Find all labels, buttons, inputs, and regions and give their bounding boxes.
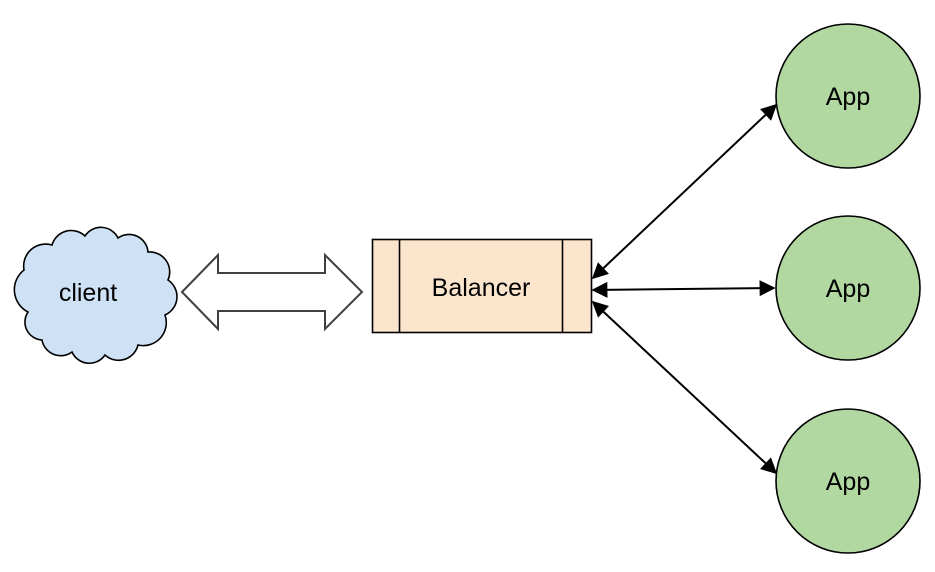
- app-circle: [775, 215, 921, 361]
- app-circle: [775, 408, 921, 554]
- client-cloud-shape: [13, 226, 178, 364]
- client-balancer-double-arrow: [180, 252, 364, 332]
- balancer-label: Balancer: [432, 274, 531, 302]
- app-label: App: [826, 275, 870, 303]
- balancer-node: Balancer: [371, 238, 593, 334]
- app-node-1: App: [775, 23, 921, 169]
- client-node: client: [13, 226, 178, 364]
- app-label: App: [826, 83, 870, 111]
- app-node-2: App: [775, 215, 921, 361]
- arrow-balancer-to-app-2: [591, 280, 776, 298]
- app-circle: [775, 23, 921, 169]
- balancer-box: [371, 238, 593, 334]
- arrow-balancer-to-app-3: [591, 300, 778, 475]
- app-node-3: App: [775, 408, 921, 554]
- client-label: client: [59, 279, 117, 307]
- app-label: App: [826, 468, 870, 496]
- arrow-balancer-to-app-1: [591, 103, 778, 280]
